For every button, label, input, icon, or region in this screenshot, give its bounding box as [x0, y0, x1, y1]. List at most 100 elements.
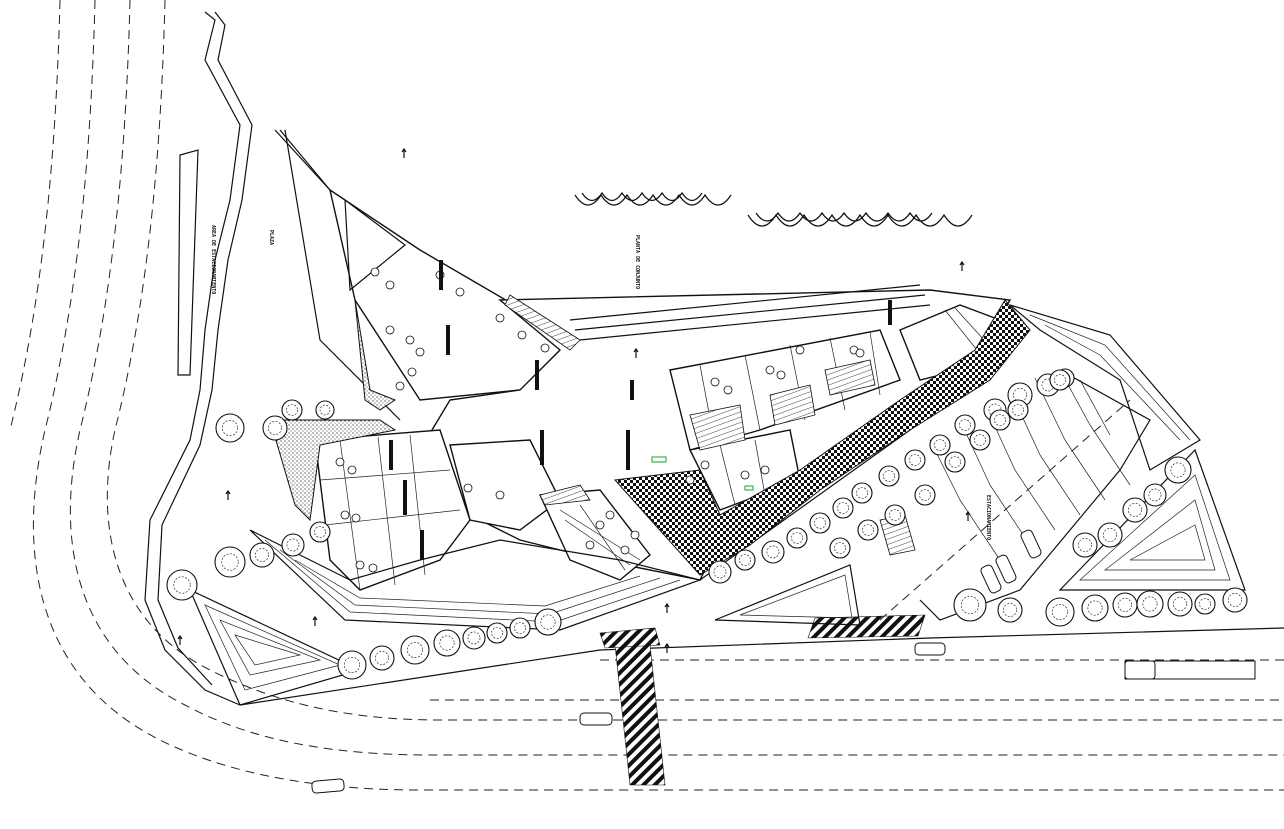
- table-symbol: [795, 345, 805, 355]
- table-symbol: [385, 325, 395, 335]
- paved-plaza: [613, 299, 1031, 576]
- tree-symbol: [433, 629, 461, 657]
- table-symbol: [340, 510, 350, 520]
- tree-symbol: [884, 504, 906, 526]
- table-symbol: [368, 563, 378, 573]
- table-symbol: [585, 540, 595, 550]
- tree-symbol: [1164, 456, 1192, 484]
- dotted-planter: [269, 419, 397, 522]
- tree-symbol: [249, 542, 275, 568]
- table-symbol: [395, 381, 405, 391]
- thick-walls: [389, 260, 892, 560]
- tree-symbol: [400, 635, 430, 665]
- label-parking: ESTACIONAMIENTO: [985, 495, 991, 540]
- tree-symbol: [1143, 483, 1167, 507]
- tree-symbol: [1097, 522, 1123, 548]
- tree-symbol: [929, 434, 951, 456]
- table-symbol: [765, 365, 775, 375]
- road-lanes: [9, 0, 1284, 791]
- table-symbol: [463, 483, 473, 493]
- dotted-planter-b: [354, 299, 397, 411]
- table-symbol: [760, 465, 770, 475]
- tree-symbol: [509, 617, 531, 639]
- tree-symbol: [1194, 593, 1216, 615]
- table-symbol: [351, 513, 361, 523]
- tree-symbol: [809, 512, 831, 534]
- stairs: [504, 294, 916, 556]
- table-symbol: [540, 343, 550, 353]
- tree-symbol: [1167, 591, 1193, 617]
- table-symbol: [620, 545, 630, 555]
- tree-symbol: [878, 465, 900, 487]
- tree-symbol: [281, 533, 305, 557]
- tree-symbol: [315, 400, 335, 420]
- table-symbol: [495, 490, 505, 500]
- table-symbol: [723, 385, 733, 395]
- tree-symbol: [914, 484, 936, 506]
- table-symbol: [355, 560, 365, 570]
- accent-marker-b: [744, 485, 754, 491]
- tree-symbol: [1122, 497, 1148, 523]
- tree-symbol: [708, 560, 732, 584]
- tree-symbol: [262, 415, 288, 441]
- tree-symbol: [832, 497, 854, 519]
- tree-symbol: [786, 527, 808, 549]
- label-plaza: PLAZA: [268, 230, 274, 245]
- table-symbol: [517, 330, 527, 340]
- tree-symbol: [462, 626, 486, 650]
- tree-symbol: [214, 546, 246, 578]
- tree-symbol: [734, 549, 756, 571]
- table-symbol: [455, 287, 465, 297]
- tree-symbol: [486, 622, 508, 644]
- label-site-plan: PLANTA DE CONJUNTO: [634, 235, 640, 289]
- tree-symbol: [944, 451, 966, 473]
- table-symbol: [335, 457, 345, 467]
- tree-symbol: [1136, 590, 1164, 618]
- scalloped-canopy: [574, 191, 973, 227]
- table-symbol: [370, 267, 380, 277]
- crosswalk-vertical: [614, 644, 666, 786]
- tree-symbol: [309, 521, 331, 543]
- tree-symbol: [1072, 532, 1098, 558]
- tree-symbol: [904, 449, 926, 471]
- rooms-left: [314, 429, 651, 591]
- tree-symbol: [166, 569, 198, 601]
- tree-symbol: [1045, 597, 1075, 627]
- table-symbol: [740, 470, 750, 480]
- tree-symbol: [337, 650, 367, 680]
- markers: [177, 147, 971, 653]
- table-symbol: [495, 313, 505, 323]
- accent-marker: [651, 456, 667, 463]
- tree-symbol: [989, 409, 1011, 431]
- table-symbol: [415, 347, 425, 357]
- tree-symbol: [369, 645, 395, 671]
- table-symbol: [605, 510, 615, 520]
- furniture: [335, 267, 865, 573]
- table-symbol: [685, 475, 695, 485]
- table-symbol: [630, 530, 640, 540]
- tree-symbol: [857, 519, 879, 541]
- trees: [166, 368, 1248, 680]
- tree-symbol: [1049, 369, 1071, 391]
- tree-symbol: [534, 608, 562, 636]
- table-symbol: [385, 280, 395, 290]
- tree-symbol: [953, 588, 987, 622]
- tree-symbol: [954, 414, 976, 436]
- tree-symbol: [215, 413, 245, 443]
- parking-lot: [879, 369, 1151, 621]
- table-symbol: [407, 367, 417, 377]
- tree-symbol: [997, 597, 1023, 623]
- tree-symbol: [281, 399, 303, 421]
- table-symbol: [855, 348, 865, 358]
- tree-symbol: [829, 537, 851, 559]
- tree-symbol: [1081, 594, 1109, 622]
- table-symbol: [595, 520, 605, 530]
- crosswalk-small: [599, 627, 661, 649]
- table-symbol: [776, 370, 786, 380]
- tree-symbol: [1112, 592, 1138, 618]
- table-symbol: [710, 377, 720, 387]
- tree-symbol: [1007, 399, 1029, 421]
- tree-symbol: [851, 482, 873, 504]
- tree-symbol: [1222, 587, 1248, 613]
